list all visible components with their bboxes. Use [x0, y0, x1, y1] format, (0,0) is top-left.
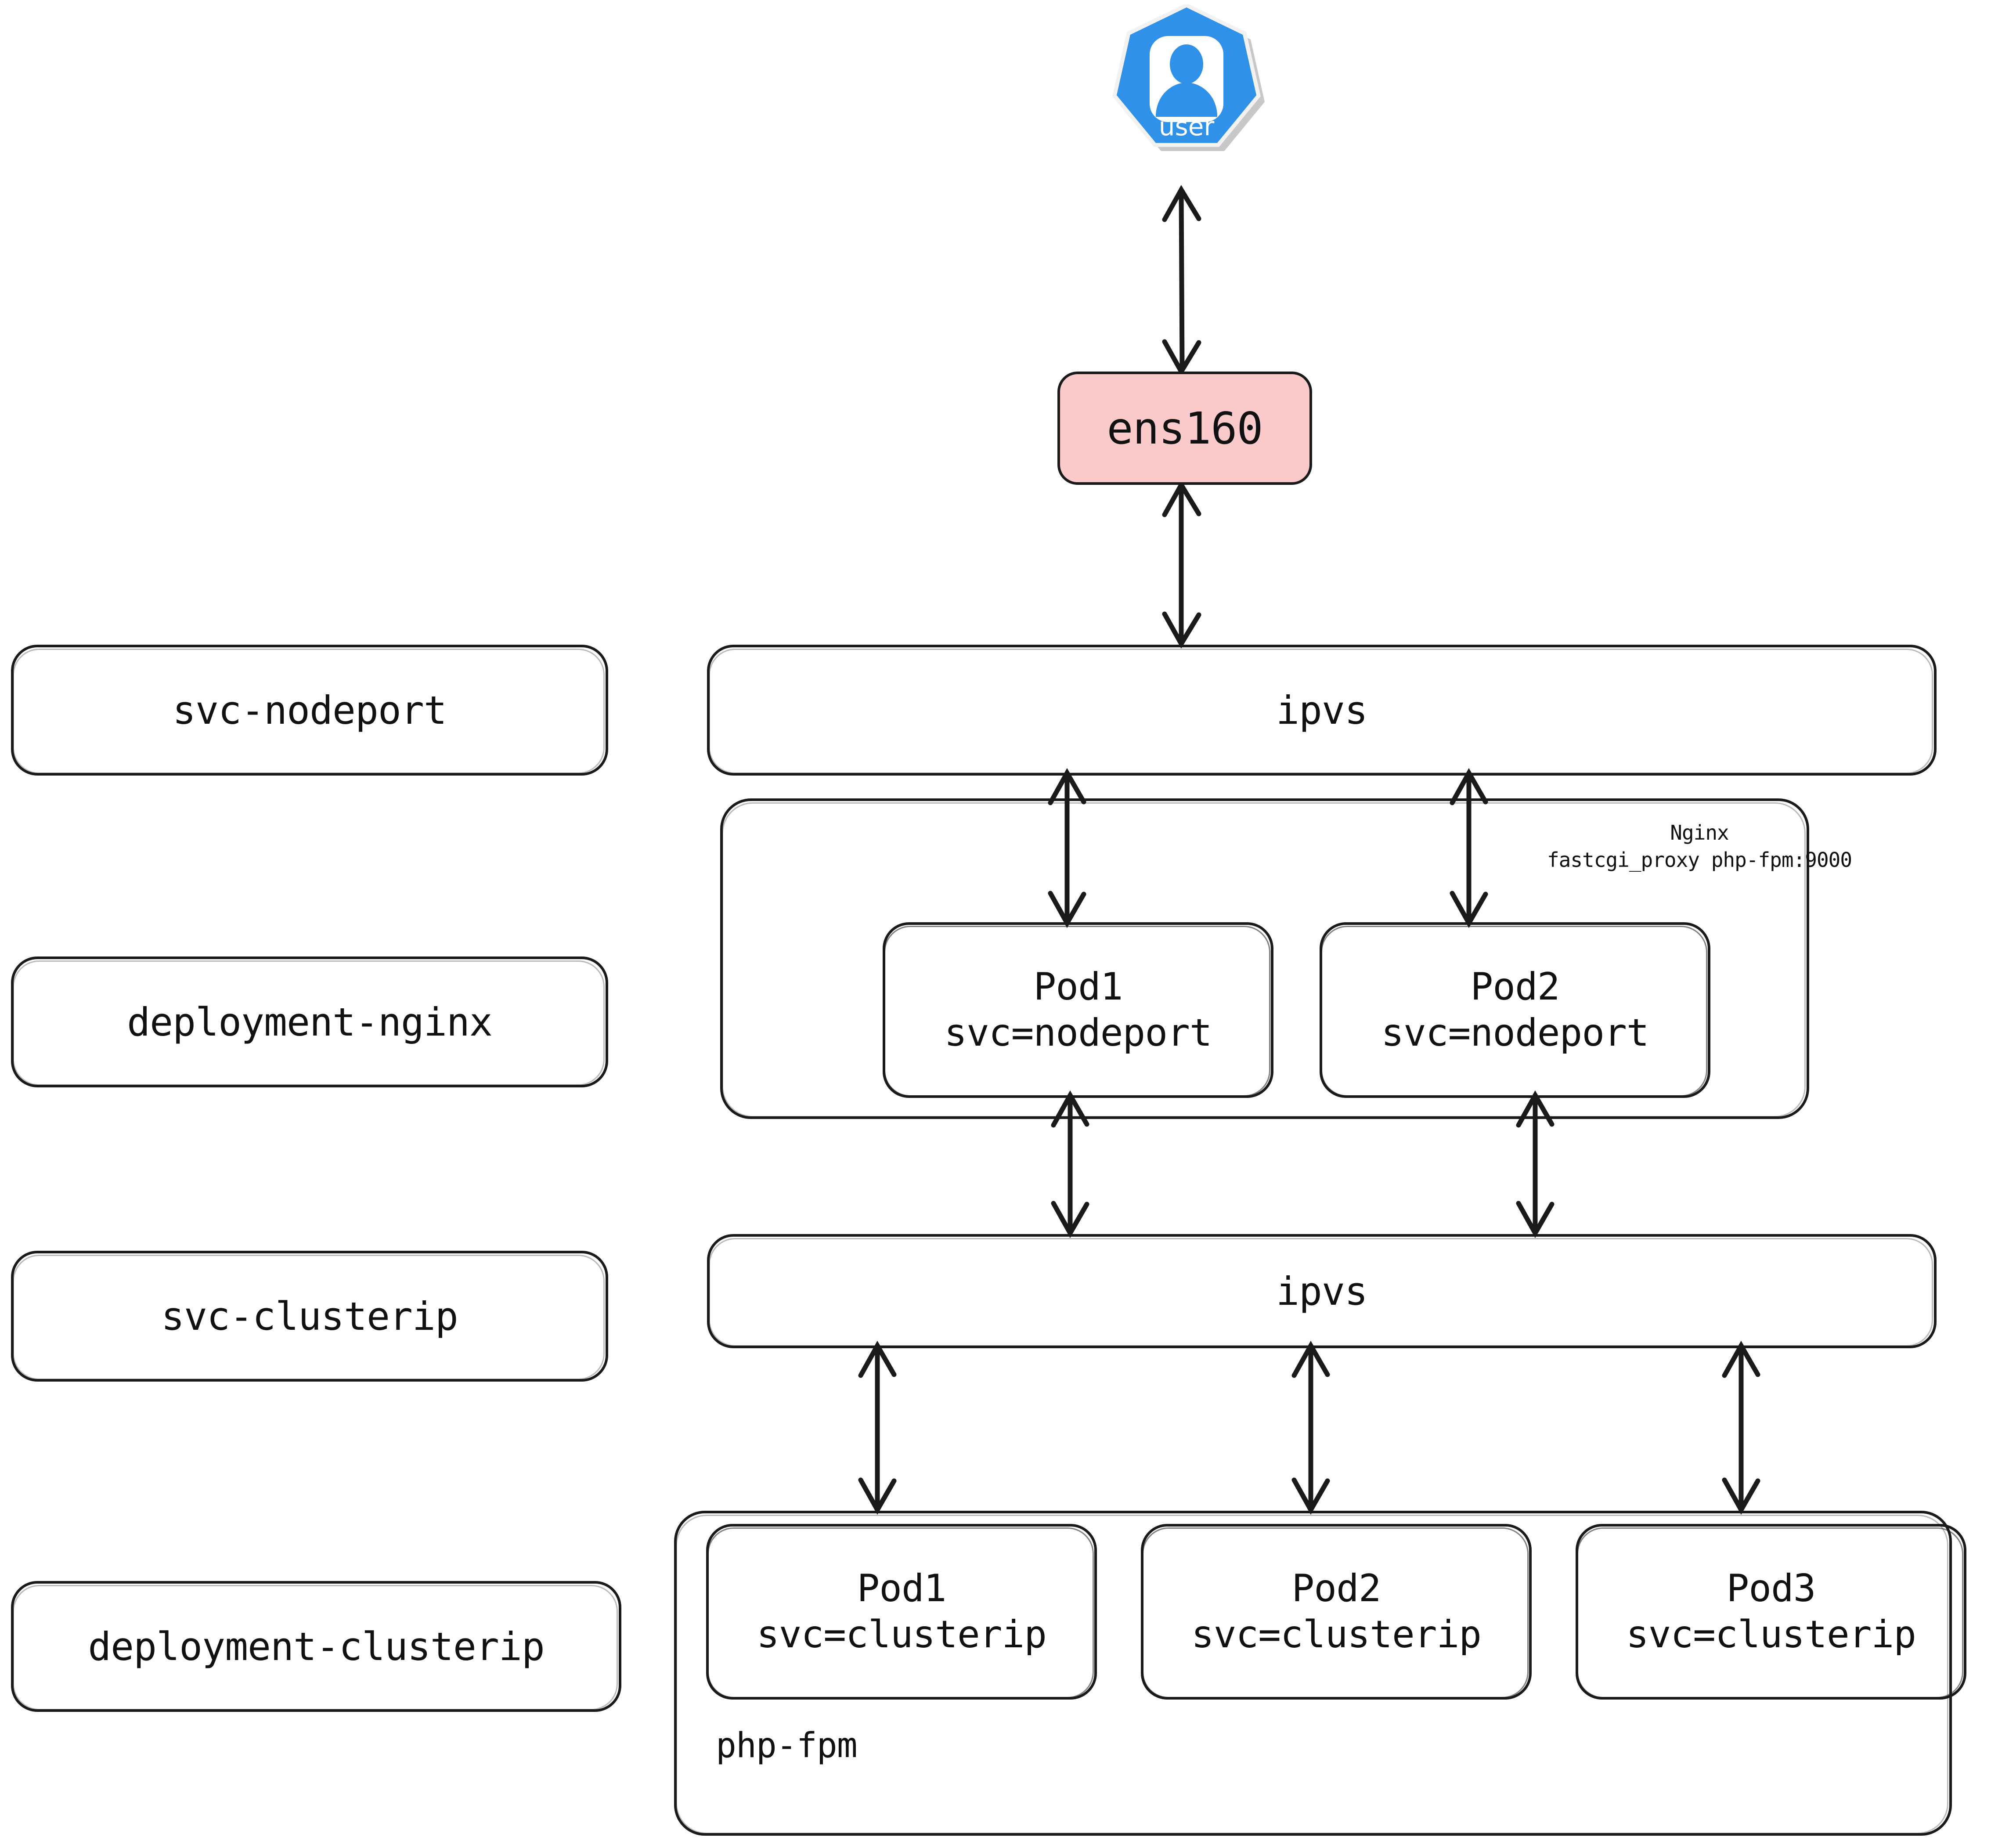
legend-svc-nodeport-label: svc-nodeport	[173, 687, 447, 733]
service-nodeport-ipvs[interactable]: ipvs	[707, 645, 1937, 776]
nic-ens160[interactable]: ens160	[1057, 372, 1312, 485]
pod-nginx-2-selector: svc=nodeport	[1381, 1011, 1649, 1055]
pod-phpfpm-3[interactable]: Pod3 svc=clusterip	[1576, 1524, 1966, 1700]
user-label: user	[1159, 112, 1215, 141]
pod-phpfpm-1-selector: svc=clusterip	[756, 1613, 1047, 1657]
legend-deployment-clusterip[interactable]: deployment-clusterip	[11, 1581, 621, 1712]
service-clusterip-ipvs[interactable]: ipvs	[707, 1234, 1937, 1348]
phpfpm-title: php-fpm	[716, 1726, 858, 1765]
legend-deployment-nginx[interactable]: deployment-nginx	[11, 956, 608, 1087]
legend-deployment-nginx-label: deployment-nginx	[127, 999, 493, 1045]
deployment-nginx-container[interactable]	[720, 798, 1809, 1119]
pod-nginx-2[interactable]: Pod2 svc=nodeport	[1320, 922, 1710, 1098]
legend-svc-clusterip-label: svc-clusterip	[161, 1293, 458, 1339]
pod-phpfpm-1-name: Pod1	[857, 1566, 946, 1611]
pod-nginx-2-name: Pod2	[1470, 965, 1560, 1009]
pod-nginx-1-name: Pod1	[1033, 965, 1123, 1009]
user-icon: user	[1108, 3, 1284, 193]
nginx-annotation-line1: Nginx	[1670, 821, 1729, 845]
pod-phpfpm-2[interactable]: Pod2 svc=clusterip	[1141, 1524, 1532, 1700]
pod-nginx-1-selector: svc=nodeport	[944, 1011, 1212, 1055]
pod-phpfpm-2-selector: svc=clusterip	[1191, 1613, 1482, 1657]
nic-label: ens160	[1107, 402, 1263, 454]
pod-phpfpm-3-selector: svc=clusterip	[1626, 1613, 1916, 1657]
nginx-annotation-line2: fastcgi_proxy php-fpm:9000	[1547, 848, 1852, 872]
pod-phpfpm-2-name: Pod2	[1291, 1566, 1381, 1611]
nginx-annotation: Nginx fastcgi_proxy php-fpm:9000	[1506, 819, 1893, 873]
service-nodeport-ipvs-label: ipvs	[1276, 687, 1368, 733]
pod-nginx-1[interactable]: Pod1 svc=nodeport	[883, 922, 1273, 1098]
service-clusterip-ipvs-label: ipvs	[1276, 1268, 1368, 1314]
pod-phpfpm-3-name: Pod3	[1726, 1566, 1816, 1611]
pod-phpfpm-1[interactable]: Pod1 svc=clusterip	[706, 1524, 1097, 1700]
legend-svc-clusterip[interactable]: svc-clusterip	[11, 1251, 608, 1382]
legend-svc-nodeport[interactable]: svc-nodeport	[11, 645, 608, 776]
legend-deployment-clusterip-label: deployment-clusterip	[88, 1624, 545, 1669]
